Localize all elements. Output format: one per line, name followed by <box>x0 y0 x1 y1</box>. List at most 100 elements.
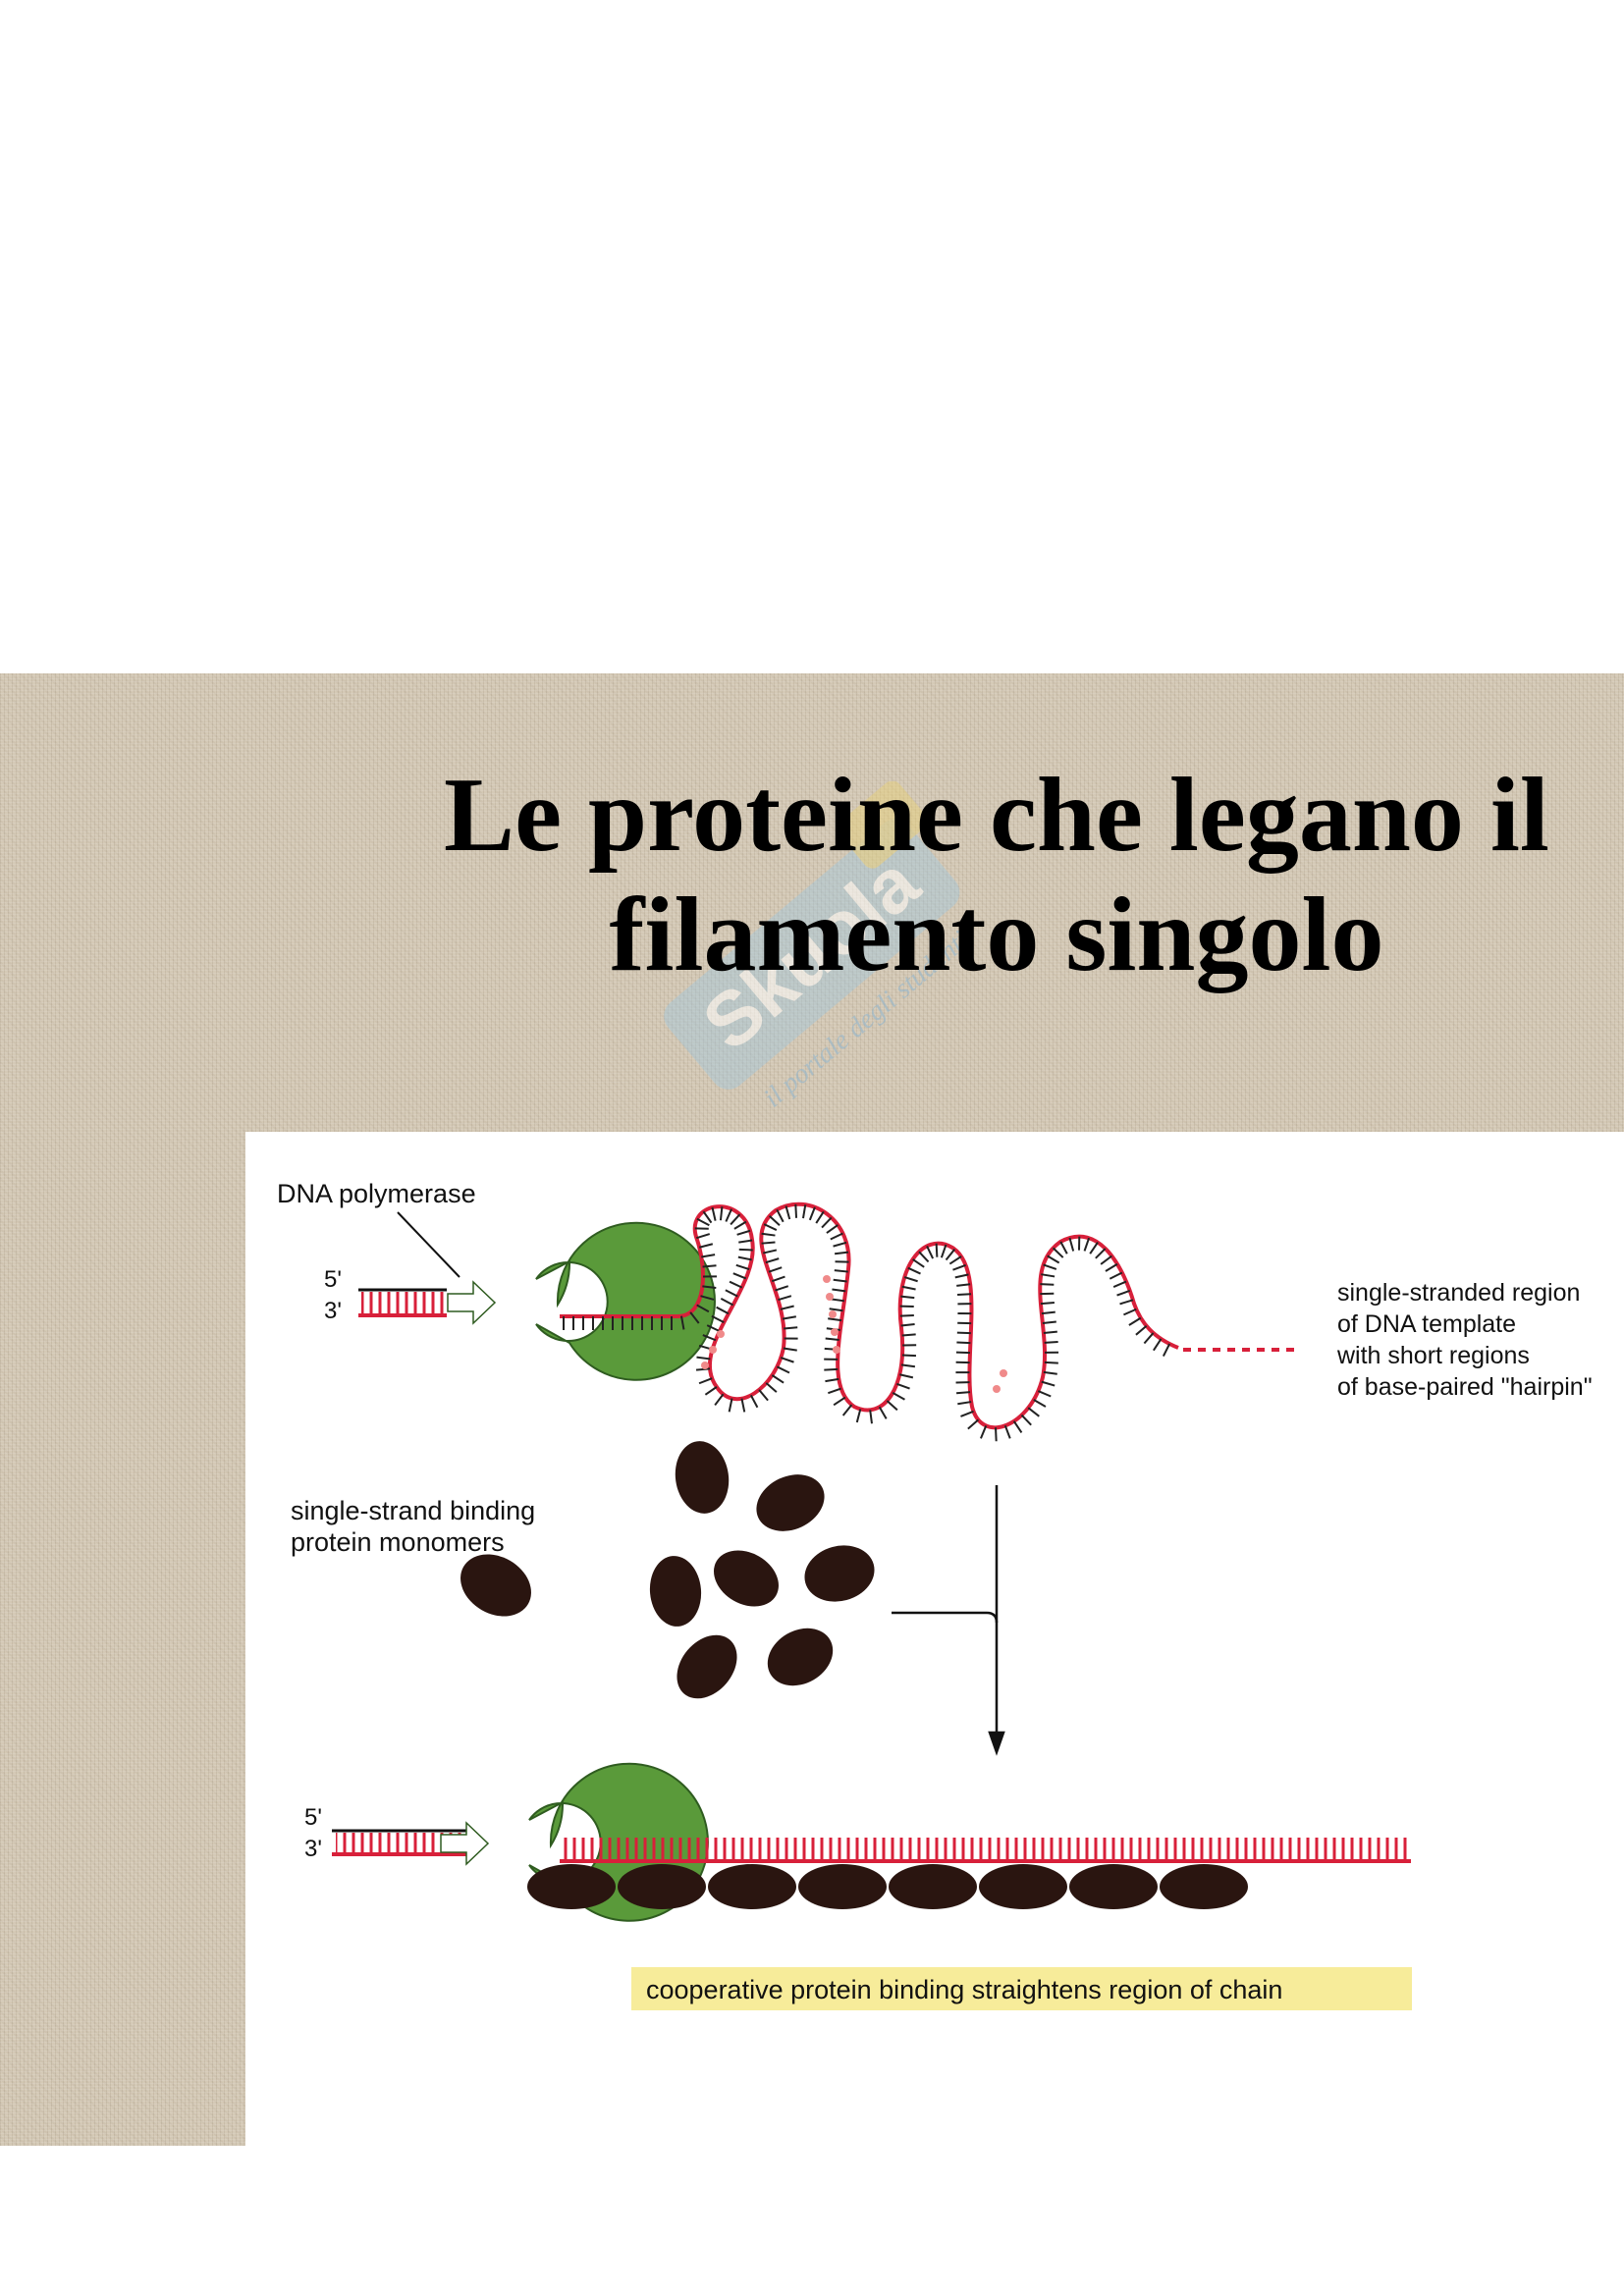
bound-ssb <box>618 1864 706 1909</box>
template-base <box>695 1367 711 1371</box>
template-base <box>696 1217 710 1227</box>
template-label-line-4: of base-paired "hairpin" <box>1337 1373 1593 1401</box>
template-base <box>833 1396 846 1407</box>
template-base <box>833 1241 847 1248</box>
template-base <box>956 1341 971 1345</box>
template-base <box>696 1233 711 1240</box>
template-base <box>776 1208 785 1223</box>
ssb-label-line-1: single-strand binding <box>291 1496 535 1525</box>
template-base <box>828 1387 841 1395</box>
template-base <box>825 1337 839 1341</box>
template-base <box>738 1239 753 1244</box>
template-base <box>834 1269 848 1273</box>
template-base <box>765 1257 780 1264</box>
template-base <box>955 1351 971 1355</box>
template-base <box>699 1243 714 1249</box>
ssb-monomer <box>460 1554 531 1617</box>
template-base <box>768 1215 781 1226</box>
template-base <box>995 1427 998 1442</box>
strand-5-label-top: 5' <box>324 1266 342 1293</box>
template-base <box>830 1298 845 1303</box>
ssb-monomer <box>649 1556 702 1627</box>
template-base <box>901 1354 917 1358</box>
template-base <box>956 1391 971 1395</box>
template-base <box>704 1386 718 1396</box>
template-base <box>1042 1320 1056 1325</box>
template-base <box>901 1285 916 1291</box>
template-base <box>1095 1248 1107 1259</box>
template-base <box>940 1244 947 1258</box>
ssb-monomer <box>767 1628 834 1686</box>
template-base <box>771 1374 785 1384</box>
bound-ssb-row <box>527 1864 1248 1909</box>
strand-5-label-bottom: 5' <box>304 1804 322 1831</box>
template-base <box>1116 1289 1131 1297</box>
template-base <box>762 1249 778 1255</box>
template-base <box>1105 1262 1118 1272</box>
template-base <box>765 1382 778 1393</box>
template-base <box>957 1293 972 1297</box>
template-base <box>952 1263 966 1271</box>
template-base <box>740 1398 746 1413</box>
template-base <box>778 1295 792 1302</box>
template-base <box>1037 1390 1052 1398</box>
template-base <box>967 1418 980 1430</box>
ssb-monomer <box>804 1545 875 1602</box>
strand-3-label-top: 3' <box>324 1298 342 1324</box>
template-base <box>701 1254 716 1258</box>
template-base <box>738 1248 753 1252</box>
template-base <box>1153 1338 1163 1352</box>
template-base <box>761 1241 776 1245</box>
template-base <box>954 1273 969 1279</box>
template-base <box>761 1232 776 1237</box>
template-base <box>980 1425 988 1439</box>
template-base <box>832 1288 846 1293</box>
duplex-top <box>358 1288 447 1317</box>
template-base <box>1089 1242 1099 1255</box>
template-base <box>900 1322 915 1327</box>
template-base <box>776 1365 790 1374</box>
bound-ssb <box>979 1864 1067 1909</box>
template-base <box>711 1206 717 1221</box>
title-line-1: Le proteine che legano il <box>444 757 1549 874</box>
template-base <box>1112 1280 1127 1288</box>
template-base <box>918 1251 930 1263</box>
bound-ssb <box>708 1864 796 1909</box>
template-base <box>886 1400 898 1412</box>
slide: Skuola il portale degli studenti Le prot… <box>0 673 1624 2146</box>
template-base <box>935 1243 939 1257</box>
ssb-monomer <box>675 1441 730 1514</box>
template-base <box>945 1248 956 1261</box>
template-base <box>732 1272 747 1280</box>
template-base <box>821 1216 833 1229</box>
template-base <box>714 1393 725 1407</box>
template-bases <box>563 1203 1171 1442</box>
template-base <box>833 1278 847 1283</box>
hairpin-pairs <box>701 1275 1007 1393</box>
template-base <box>1128 1316 1142 1326</box>
process-arrow <box>892 1485 1005 1756</box>
template-base <box>824 1367 839 1371</box>
template-base <box>783 1347 797 1352</box>
figure-caption: cooperative protein binding straightens … <box>646 1975 1282 2004</box>
template-base <box>749 1394 759 1409</box>
ssb-label-line-2: protein monomers <box>291 1527 505 1557</box>
template-base <box>730 1213 741 1226</box>
ssb-monomer <box>714 1550 779 1607</box>
template-base <box>1043 1263 1057 1270</box>
title-line-2: filamento singolo <box>609 877 1384 993</box>
template-base <box>1052 1247 1064 1258</box>
template-base <box>960 1410 974 1417</box>
template-base <box>896 1382 910 1390</box>
template-base <box>1109 1271 1123 1280</box>
template-base <box>735 1263 750 1271</box>
template-base <box>900 1295 915 1300</box>
template-base <box>835 1251 849 1255</box>
template-base <box>948 1255 962 1265</box>
template-base <box>899 1373 914 1379</box>
template-base <box>1041 1380 1056 1387</box>
template-base <box>1119 1299 1134 1306</box>
template-base <box>1041 1273 1056 1278</box>
template-base <box>716 1306 730 1315</box>
template-base <box>720 1297 734 1307</box>
